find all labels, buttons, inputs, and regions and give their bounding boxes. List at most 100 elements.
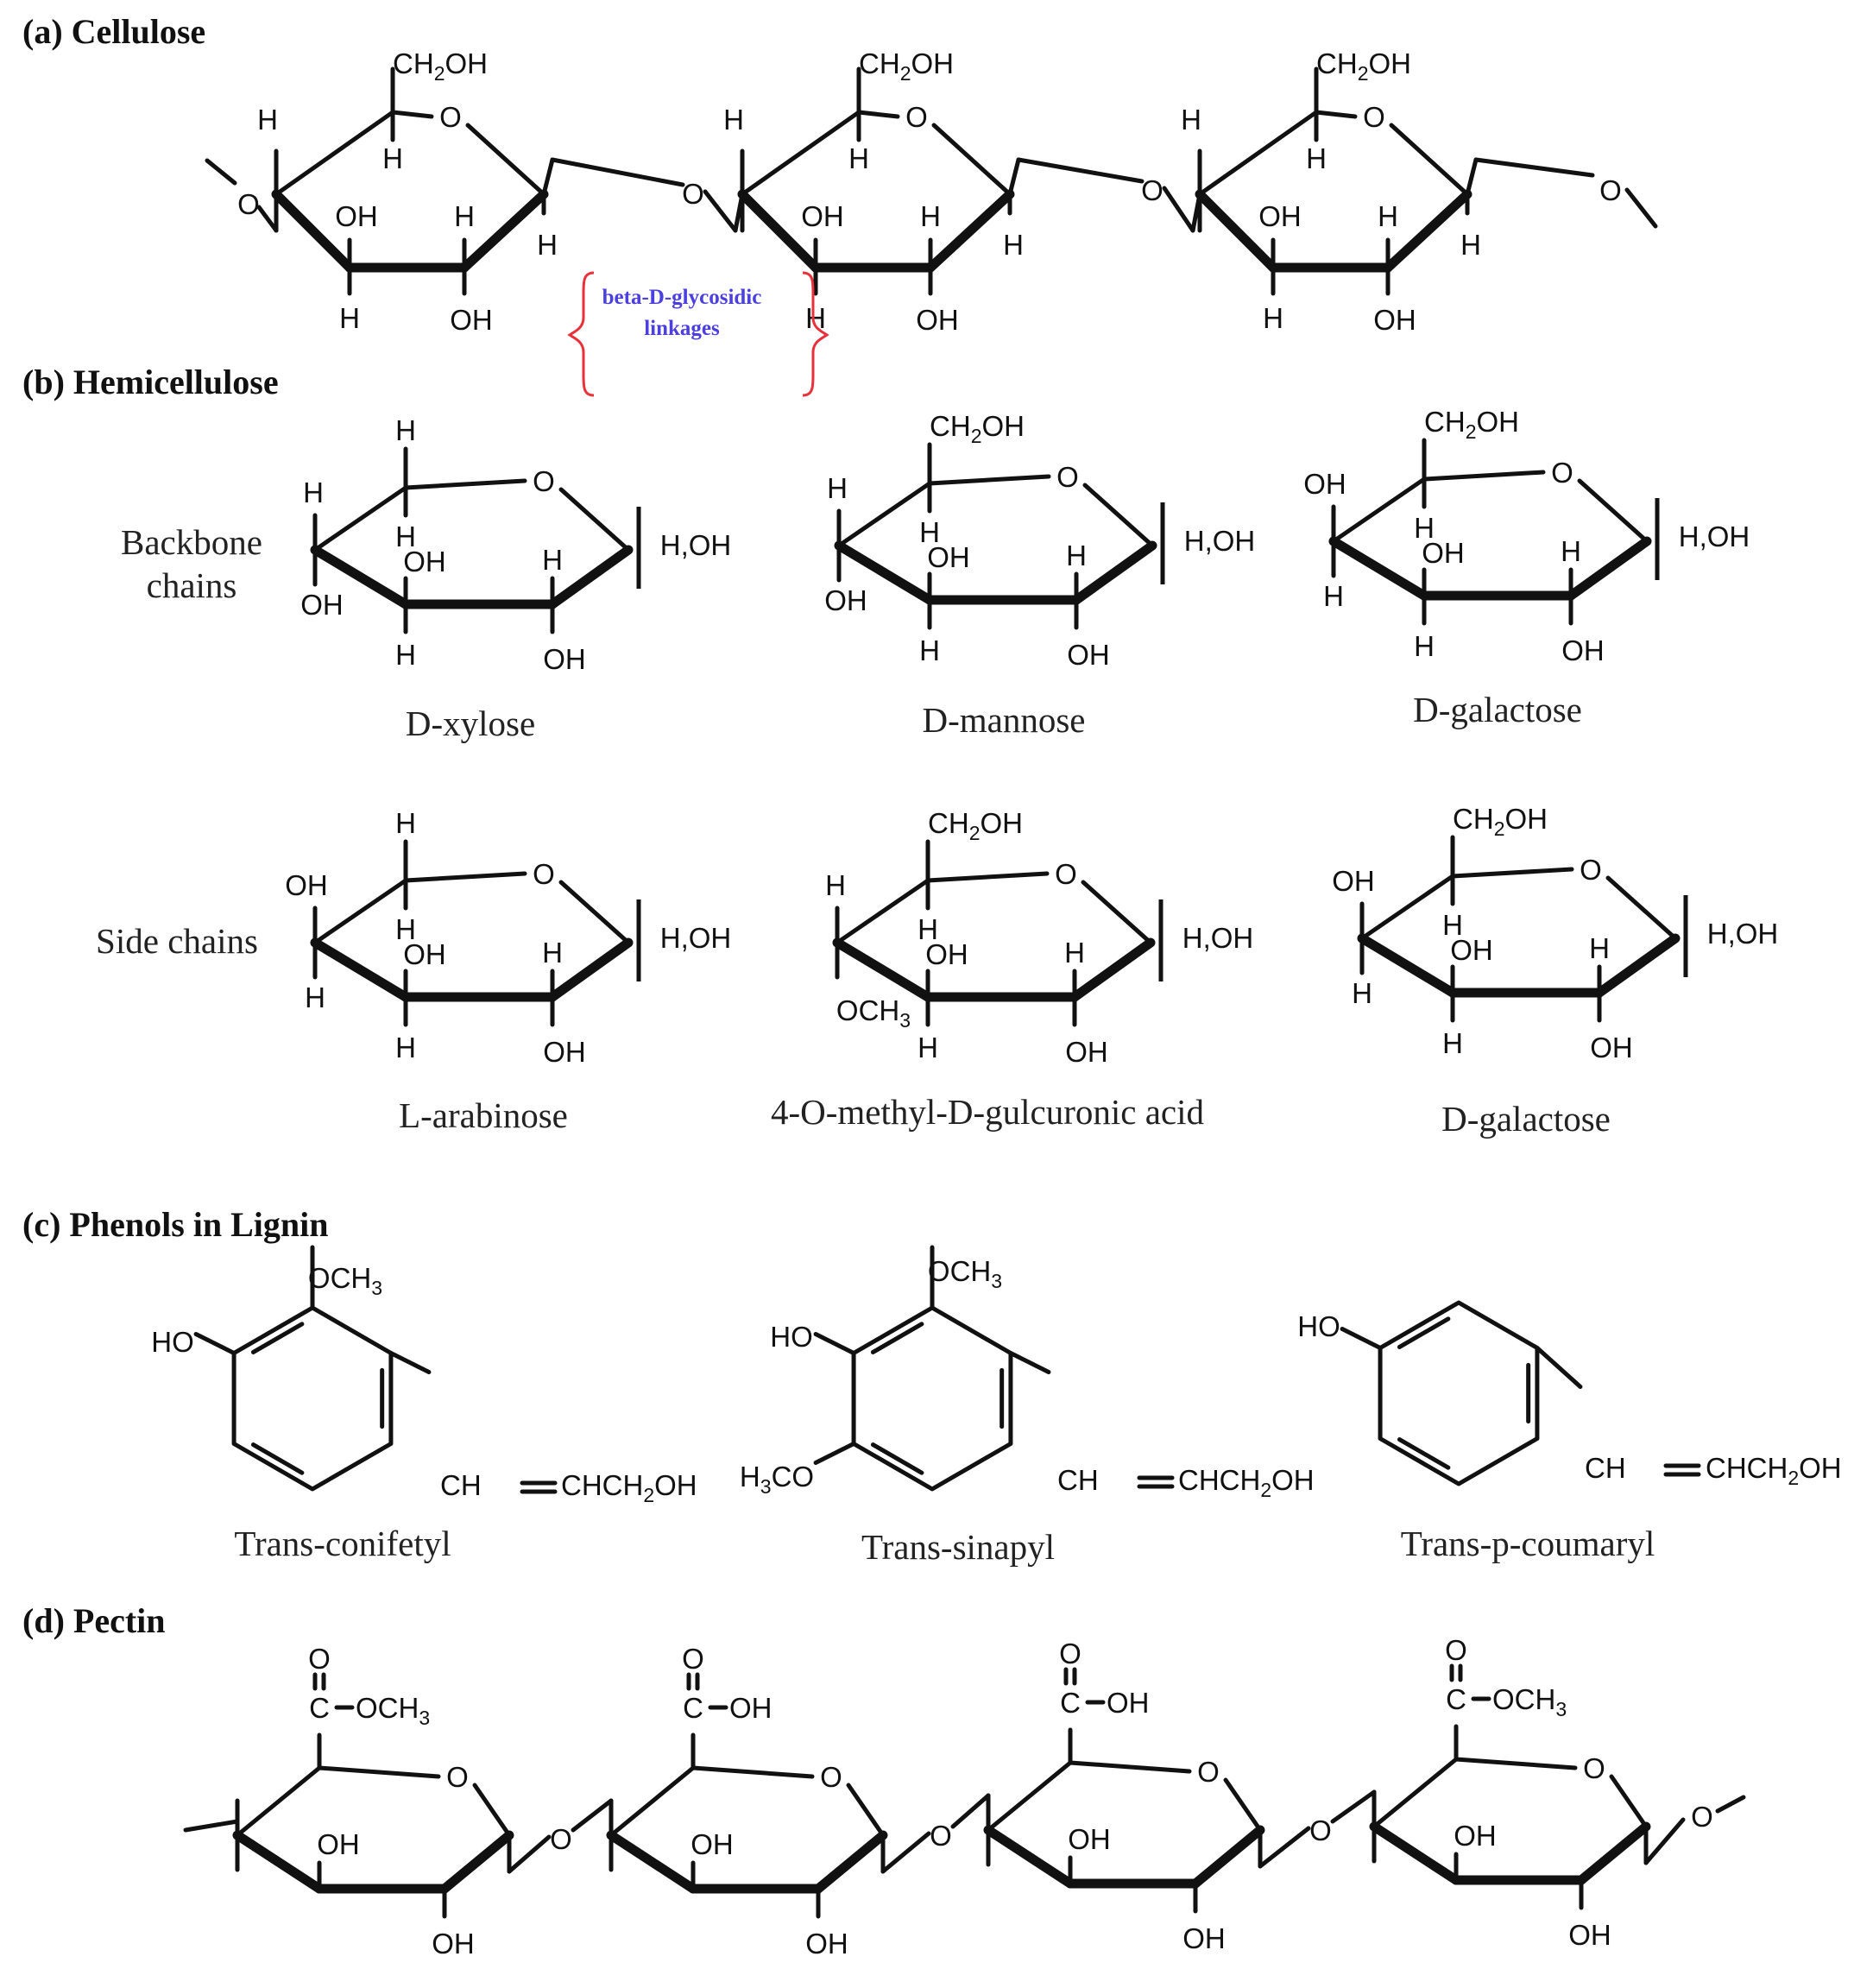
methoxy-group: OCH3 — [928, 1255, 1002, 1292]
ring-oxygen: O — [1363, 101, 1385, 133]
bond-line — [931, 123, 1012, 197]
substituent: OH — [300, 589, 344, 621]
section-heading-lignin: (c) Phenols in Lignin — [22, 1205, 329, 1244]
hydroxyl: OH — [403, 938, 446, 970]
benzene-ring — [851, 1305, 1013, 1492]
ring-front-bond — [1383, 189, 1472, 273]
bond-line — [1465, 157, 1479, 197]
substituent: H — [305, 981, 325, 1013]
aromatic-double-bond — [870, 1442, 924, 1475]
ring-front-bond — [1195, 189, 1278, 273]
hydrogen: H — [537, 229, 558, 261]
bracket-right — [802, 271, 829, 397]
glycosidic-oxygen: O — [1309, 1814, 1332, 1846]
hydroxyl: OH — [335, 200, 378, 232]
hydrogen: H — [1460, 229, 1481, 261]
bond-line — [558, 487, 631, 552]
hydrogen: H — [1442, 1027, 1463, 1059]
anomeric-substituent: H,OH — [1184, 525, 1256, 557]
methoxy-group: OCH3 — [836, 994, 911, 1032]
bond-line — [1473, 157, 1595, 178]
glycosidic-oxygen: O — [550, 1823, 572, 1855]
sidechain: CHCH2OH — [1178, 1464, 1315, 1501]
substituent: H — [395, 807, 416, 839]
bond-line — [1331, 470, 1546, 544]
hydrogen: H — [805, 302, 826, 334]
hydrogen: H — [1066, 540, 1087, 571]
hydrogen: H — [919, 634, 940, 666]
ring-oxygen: O — [439, 101, 462, 133]
hydroxyl: OH — [1373, 304, 1416, 336]
ring-oxygen: O — [905, 101, 928, 133]
substituent: H — [1323, 580, 1344, 612]
hydrogen: H — [382, 142, 403, 174]
substituent: H — [827, 472, 848, 504]
benzene-ring — [1378, 1300, 1540, 1486]
ring-oxygen: O — [820, 1761, 842, 1793]
ring-front-bond — [983, 1825, 1075, 1889]
bond-line — [740, 110, 900, 197]
side-chains-label: Side chains — [96, 921, 258, 961]
hydroxyl: OH — [1454, 1820, 1497, 1852]
bond-line — [835, 871, 1050, 945]
bond-line — [472, 1783, 512, 1838]
substituent: CH2OH — [928, 807, 1023, 844]
hydroxyl: OH — [1068, 1823, 1111, 1855]
bond-line — [950, 1793, 991, 1829]
hydroxyl: OH — [1422, 537, 1465, 569]
bond-line — [1609, 1774, 1649, 1829]
hydroxyl: OH — [801, 200, 844, 232]
hydrogen: H — [395, 521, 416, 552]
bond-line — [1223, 1777, 1263, 1833]
sidechain: CHCH2OH — [561, 1469, 697, 1506]
benzene-ring — [231, 1305, 394, 1492]
bond-line — [1605, 875, 1678, 941]
sugar-name: D-xylose — [406, 704, 535, 743]
bond-line — [846, 1783, 886, 1838]
ring-oxygen: O — [1197, 1756, 1220, 1788]
ring-front-bond — [232, 1830, 325, 1894]
anomeric-substituent: H,OH — [1707, 918, 1779, 950]
hydroxyl: OH — [432, 1928, 475, 1960]
monolignol-name: Trans-conifetyl — [234, 1524, 451, 1563]
ch2oh-group: CH2OH — [859, 47, 954, 85]
bond-line — [388, 1351, 432, 1374]
hydroxyl-phenolic: HO — [151, 1326, 194, 1358]
ring-front-bond — [1069, 937, 1156, 1002]
hydroxyl: OH — [916, 304, 959, 336]
ring-front-bond — [1071, 540, 1157, 605]
hydroxyl: OH — [691, 1828, 734, 1860]
aromatic-double-bond — [250, 1442, 305, 1475]
ring-front-bond — [832, 937, 933, 1002]
hydrogen: H — [1064, 937, 1085, 969]
carboxyl-carbon: C — [683, 1692, 703, 1724]
substituent: CH2OH — [1453, 803, 1548, 840]
bond-line — [1258, 1826, 1311, 1869]
hydrogen: H — [395, 913, 416, 945]
ring-oxygen: O — [533, 465, 555, 497]
ring-front-bond — [271, 189, 355, 273]
hydroxyl: OH — [317, 1828, 360, 1860]
sidechain: CH — [1585, 1452, 1626, 1484]
bond-line — [312, 871, 527, 945]
ring-front-bond — [1594, 933, 1681, 998]
sugar-name: L-arabinose — [399, 1095, 568, 1135]
ring-front-bond — [813, 1830, 888, 1894]
bond-line — [193, 1332, 236, 1355]
bond-line — [507, 1834, 552, 1874]
bond-line — [541, 157, 555, 197]
bond-line — [836, 474, 1051, 548]
bond-line — [1643, 1817, 1686, 1865]
bond-line — [703, 189, 738, 233]
bond-line — [1340, 1327, 1383, 1350]
hydrogen: H — [848, 142, 869, 174]
monolignol-name: Trans-p-coumaryl — [1401, 1524, 1655, 1563]
substituent: CH2OH — [930, 410, 1025, 447]
methoxy-group: H3CO — [740, 1461, 814, 1498]
hydrogen: H — [257, 104, 278, 136]
sidechain: CHCH2OH — [1706, 1452, 1842, 1489]
ring-front-bond — [737, 189, 821, 273]
methoxy-group: OCH3 — [308, 1262, 382, 1299]
hydroxyl: OH — [1065, 1036, 1108, 1068]
substituent: CH2OH — [1424, 406, 1519, 443]
